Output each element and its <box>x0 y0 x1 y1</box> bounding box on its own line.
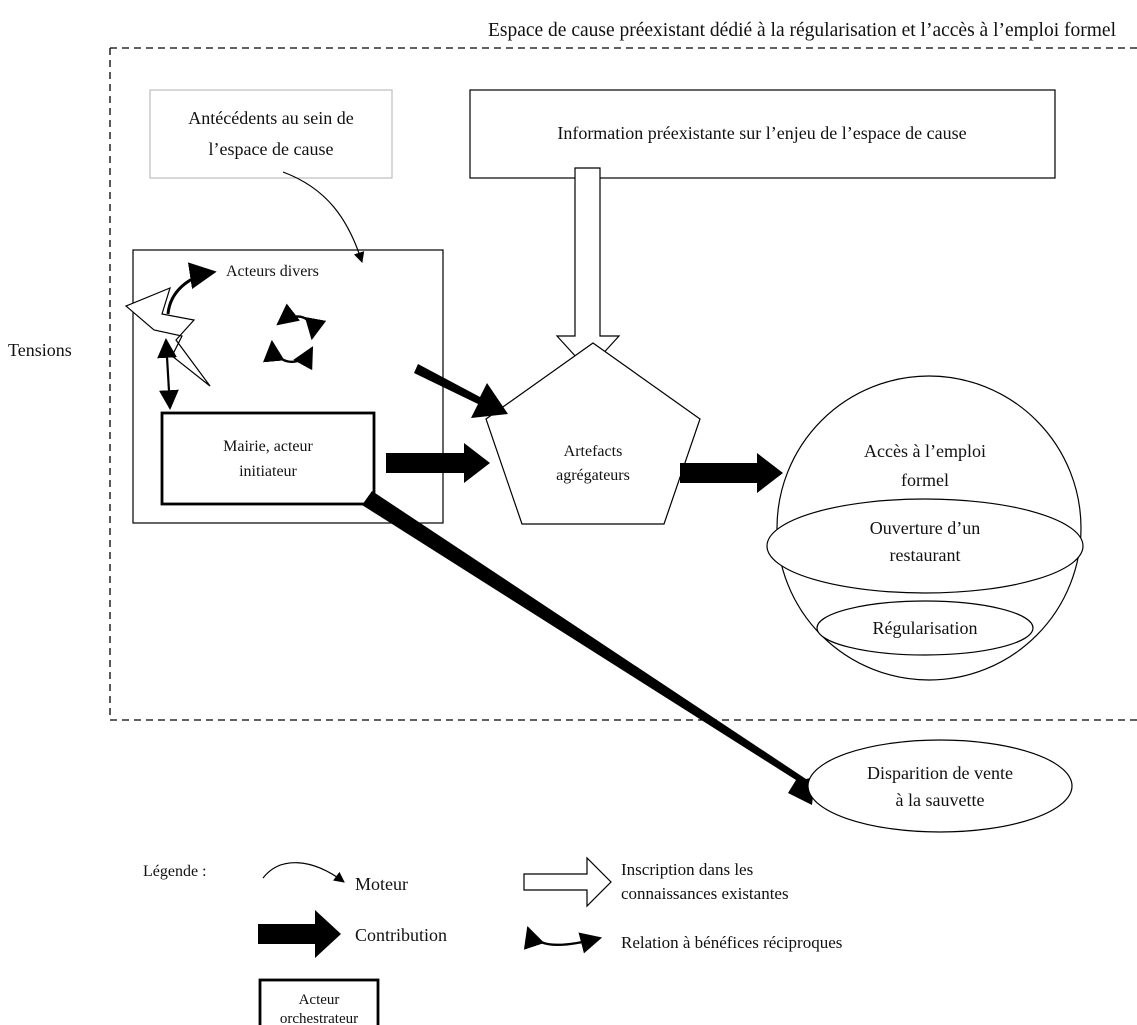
mairie-label-line1: Mairie, acteur <box>223 438 313 455</box>
artefacts-label-line1: Artefacts <box>564 443 623 460</box>
mairie-box <box>160 411 376 506</box>
lightning-tension-icon <box>124 286 211 387</box>
circular-reciprocal-arrow-bottom <box>263 339 314 371</box>
legend-moteur-label: Moteur <box>355 874 408 894</box>
mairie-label-line2: initiateur <box>239 463 297 480</box>
antecedents-label-line2: l’espace de cause <box>209 139 334 159</box>
moteur-arrow-antecedents <box>282 171 365 264</box>
legend-title: Légende : <box>143 863 207 880</box>
contribution-arrow-actors-artefacts <box>414 364 508 418</box>
legend: Légende : Moteur Contribution Acteur orc… <box>143 856 842 1025</box>
artefacts-pentagon <box>485 342 701 525</box>
regularisation-ellipse <box>816 600 1034 656</box>
inscription-arrow <box>555 167 621 371</box>
contribution-arrow-artefacts-employment <box>680 453 783 493</box>
information-label: Information préexistante sur l’enjeu de … <box>557 123 966 143</box>
legend-moteur-icon <box>262 862 345 883</box>
regularisation-label: Régularisation <box>873 618 978 638</box>
antecedents-box <box>149 89 393 179</box>
restaurant-label-line2: restaurant <box>890 545 961 565</box>
legend-orchestrator-box <box>258 978 380 1025</box>
legend-inscription-line1: Inscription dans les <box>621 860 753 879</box>
legend-inscription-icon <box>523 856 612 908</box>
disappearance-label-line2: à la sauvette <box>896 790 985 810</box>
legend-contribution-label: Contribution <box>355 925 447 945</box>
acteurs-divers-label: Acteurs divers <box>226 263 319 280</box>
legend-orchestrator-line1: Acteur <box>299 992 340 1008</box>
antecedents-label-line1: Antécédents au sein de <box>188 108 353 128</box>
artefacts-label-line2: agrégateurs <box>556 467 630 484</box>
legend-reciprocal-label: Relation à bénéfices réciproques <box>621 933 842 952</box>
contribution-arrow-mairie-artefacts <box>386 443 490 483</box>
cause-space-boundary <box>109 47 1137 721</box>
reciprocal-arrow-lightning-mairie <box>157 338 179 410</box>
legend-contribution-icon <box>258 910 341 958</box>
restaurant-label-line1: Ouverture d’un <box>870 518 980 538</box>
circular-reciprocal-arrow-top <box>276 303 327 341</box>
employment-label-line2: formel <box>901 470 949 490</box>
contribution-arrow-mairie-disappearance <box>362 491 815 805</box>
tensions-label: Tensions <box>8 340 72 360</box>
cause-space-title: Espace de cause préexistant dédié à la r… <box>488 20 1117 41</box>
legend-inscription-line2: connaissances existantes <box>621 884 789 903</box>
employment-label-line1: Accès à l’emploi <box>864 441 986 461</box>
disappearance-label-line1: Disparition de vente <box>867 763 1013 783</box>
information-box <box>469 89 1056 179</box>
restaurant-ellipse <box>766 498 1084 594</box>
legend-reciprocal-icon <box>523 925 603 954</box>
disappearance-ellipse <box>807 739 1073 833</box>
reciprocal-arrow-lightning-acteurs <box>166 262 217 315</box>
legend-orchestrator-line2: orchestrateur <box>280 1011 358 1025</box>
